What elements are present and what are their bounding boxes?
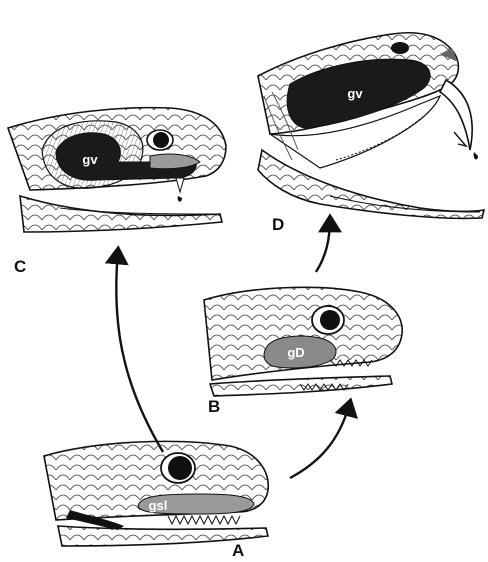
gland-label-b: gD (287, 345, 304, 360)
snake-head-c: gv (8, 108, 226, 232)
fang-d (440, 80, 472, 150)
snake-head-a: gsl (44, 441, 268, 546)
arrow-b-to-d (316, 218, 330, 272)
snake-head-b: gD (204, 287, 402, 396)
arrow-a-to-b (290, 402, 350, 478)
gland-label-a: gsl (149, 498, 168, 513)
panel-letter-b: B (208, 397, 220, 416)
arrow-a-to-c (116, 250, 163, 452)
panel-letter-a: A (232, 541, 244, 560)
gland-label-d: gv (347, 86, 363, 101)
panel-letter-d: D (272, 215, 284, 234)
panel-letter-c: C (14, 257, 26, 276)
gland-label-c: gv (82, 152, 98, 167)
snake-head-d: gv (258, 33, 484, 219)
